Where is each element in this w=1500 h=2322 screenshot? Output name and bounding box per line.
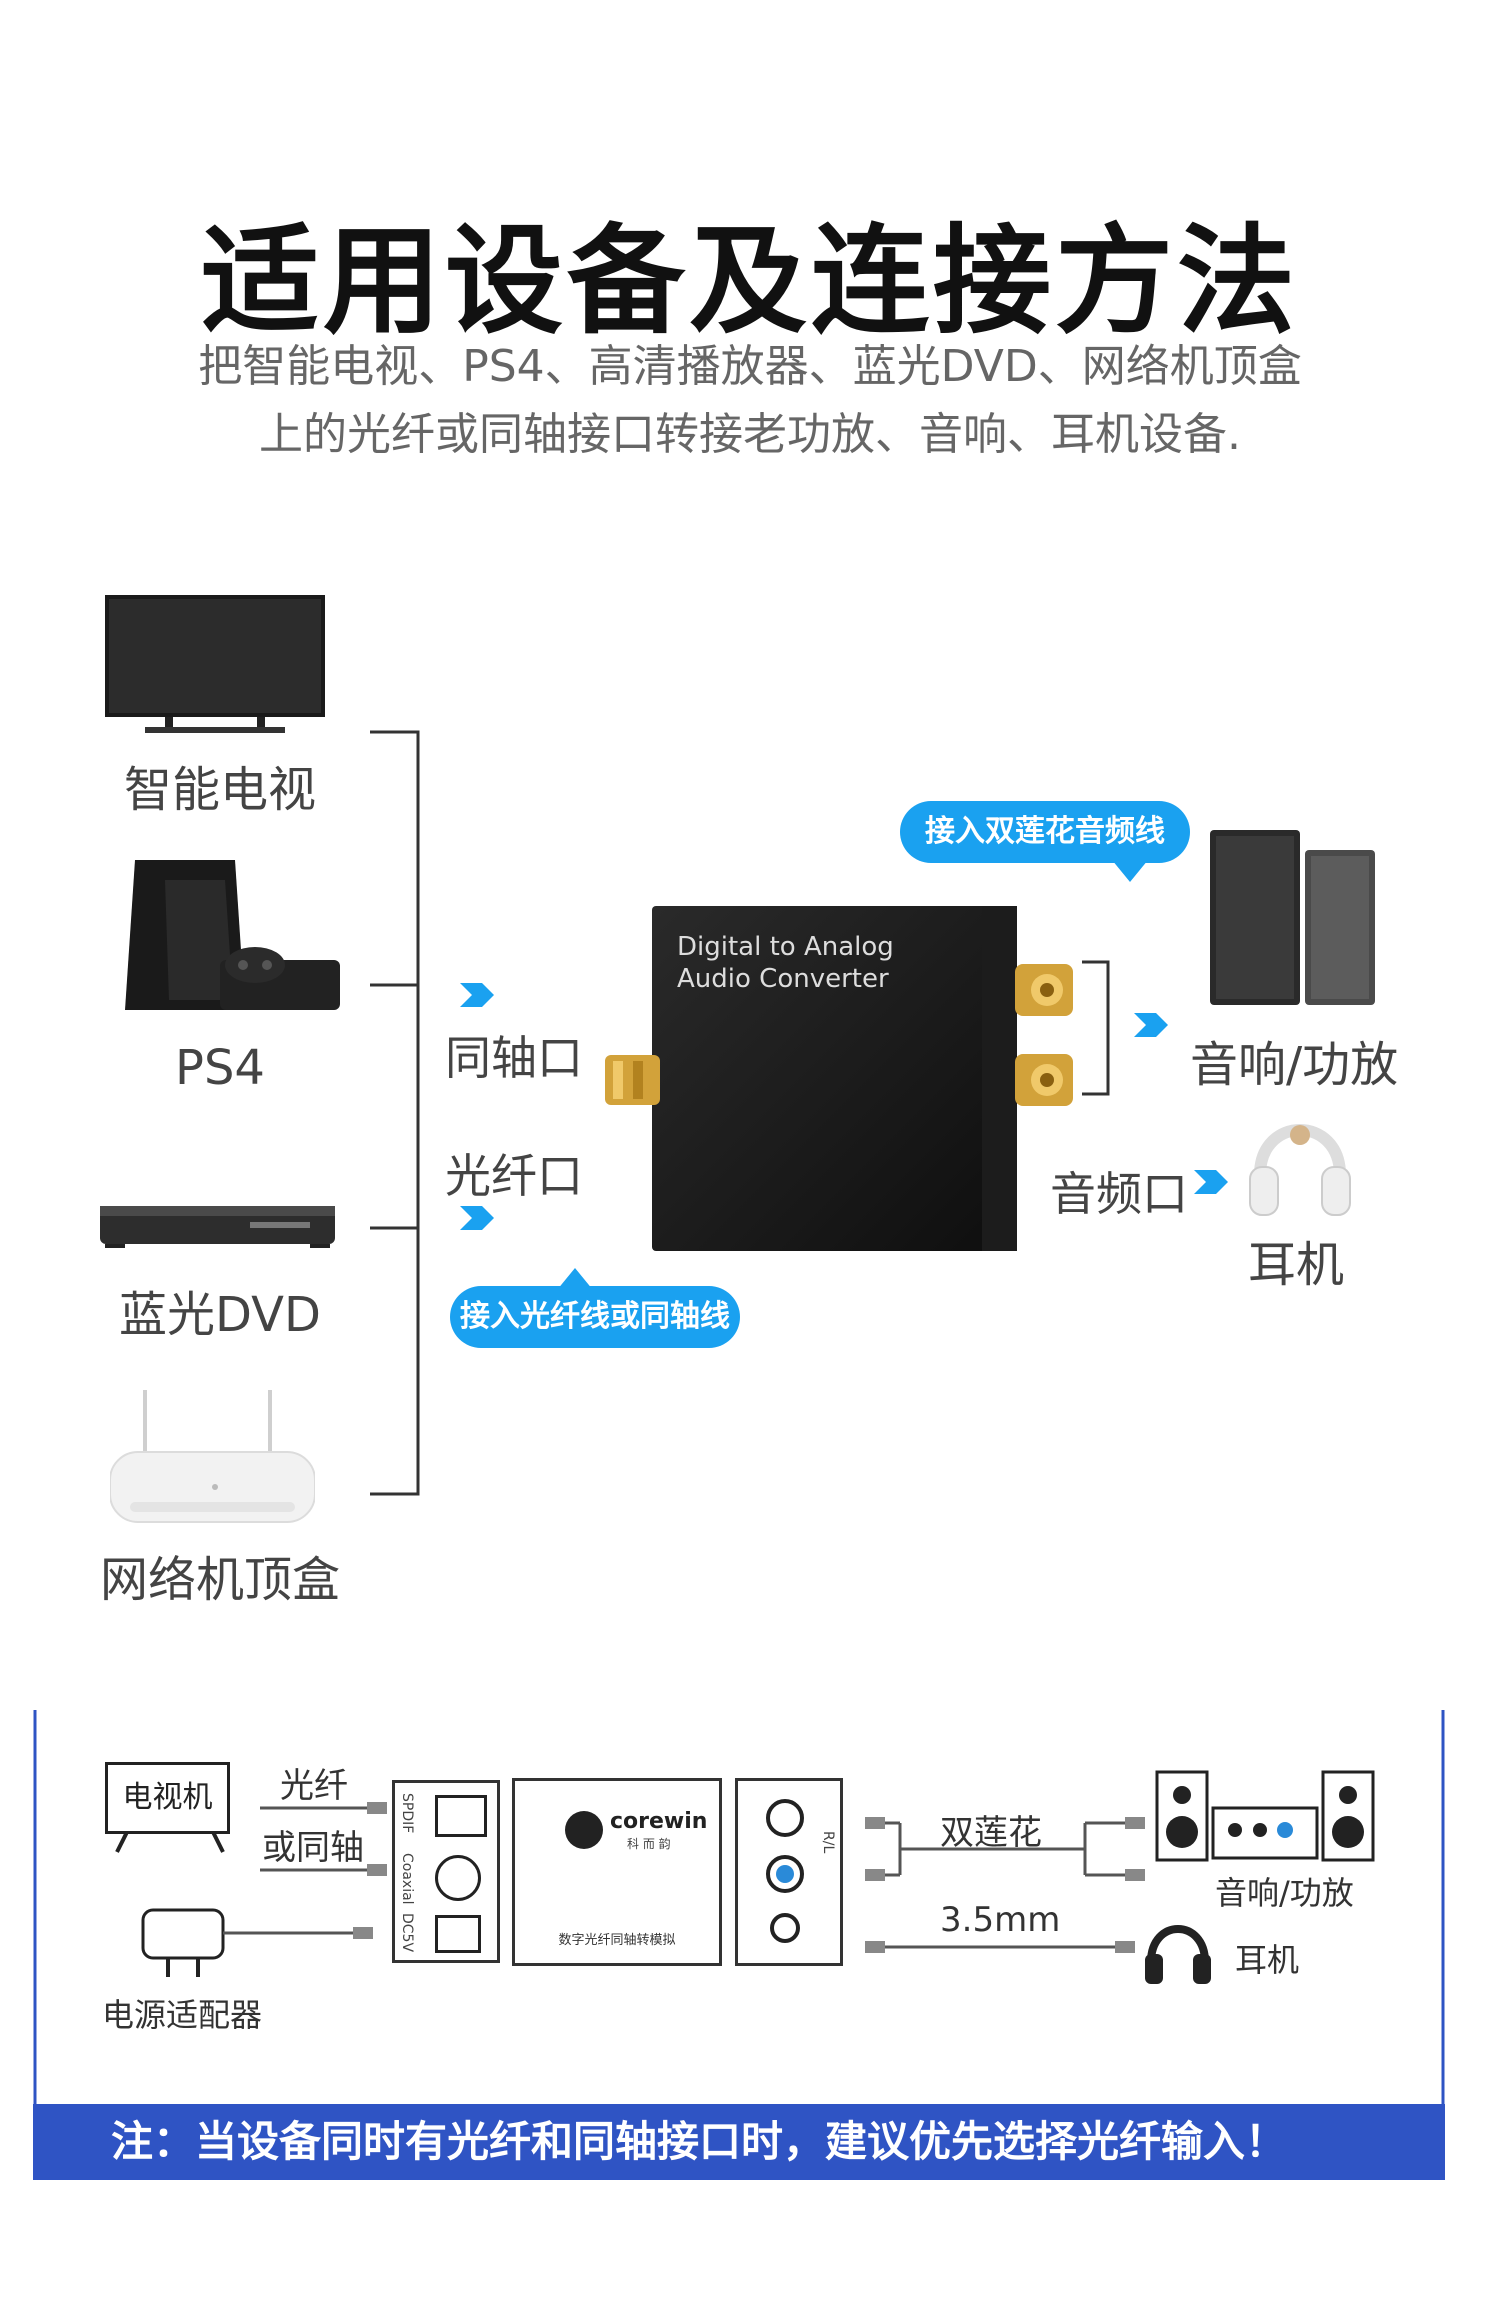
converter-line-1: Digital to Analog xyxy=(677,932,894,962)
headphone-label: 耳机 xyxy=(1248,1237,1345,1293)
diagram-output-panel: R/L xyxy=(735,1778,843,1966)
pill-pointer xyxy=(557,1268,593,1290)
tv-stand-icon xyxy=(115,1832,225,1853)
diagram-headphone-icon xyxy=(1145,1925,1211,1984)
pill-pointer xyxy=(1112,860,1148,882)
diagram-frame xyxy=(33,1710,1445,2110)
rca-connector-icon xyxy=(1015,1054,1073,1106)
output-bracket xyxy=(1082,960,1110,1096)
rca-out-icon xyxy=(766,1855,804,1893)
diagram-input-cables xyxy=(260,1802,387,1876)
source-label-dvd: 蓝光DVD xyxy=(119,1287,321,1343)
power-adapter-icon xyxy=(141,1908,373,1977)
source-label-tv: 智能电视 xyxy=(123,762,316,818)
rca-out-icon xyxy=(766,1799,804,1837)
source-label-settopbox: 网络机顶盒 xyxy=(99,1552,340,1608)
audio-port-label: 音频口 xyxy=(1050,1167,1188,1221)
source-bracket xyxy=(370,730,420,1496)
diagram-coax-label: 或同轴 xyxy=(262,1828,364,1868)
coaxial-connector-icon xyxy=(605,1055,660,1105)
diagram-converter: corewin 科 而 韵 数字光纤同轴转模拟 xyxy=(512,1778,722,1966)
diagram-optical-label: 光纤 xyxy=(280,1766,348,1806)
rl-label: R/L xyxy=(820,1831,836,1854)
tv-icon xyxy=(105,595,325,733)
input-cable-pill: 接入光纤线或同轴线 xyxy=(450,1286,740,1348)
arrow-right-icon xyxy=(460,1206,494,1230)
spdif-label: SPDIF xyxy=(399,1793,415,1834)
diagram-tv-box: 电视机 xyxy=(105,1762,230,1834)
subtitle-line-2: 上的光纤或同轴接口转接老功放、音响、耳机设备. xyxy=(259,409,1241,460)
arrow-right-icon xyxy=(460,983,494,1007)
brand-logo-icon xyxy=(565,1811,603,1849)
dc-port-icon xyxy=(435,1915,481,1953)
output-cable-pill: 接入双莲花音频线 xyxy=(900,801,1190,863)
speaker-label: 音响/功放 xyxy=(1190,1037,1399,1093)
coaxial-port-label: 同轴口 xyxy=(445,1031,583,1085)
headphone-icon xyxy=(1249,1124,1351,1216)
diagram-output-cables xyxy=(865,1817,1145,1953)
page-title: 适用设备及连接方法 xyxy=(200,212,1299,350)
dc5v-label: DC5V xyxy=(399,1913,415,1953)
optical-port-label: 光纤口 xyxy=(445,1149,583,1203)
diagram-adapter-label: 电源适配器 xyxy=(102,1996,263,2034)
rca-connector-icon xyxy=(1015,964,1073,1016)
brand-cn-label: 科 而 韵 xyxy=(627,1837,671,1851)
arrow-right-icon xyxy=(1134,1013,1168,1037)
subtitle-line-1: 把智能电视、PS4、高清播放器、蓝光DVD、网络机顶盒 xyxy=(198,341,1302,392)
diagram-headphone-label: 耳机 xyxy=(1235,1941,1300,1979)
converter-box: Digital to Analog Audio Converter xyxy=(652,906,1017,1251)
spdif-port-icon xyxy=(435,1795,487,1837)
aux-out-icon xyxy=(770,1913,800,1943)
ps4-icon xyxy=(125,860,340,1010)
source-label-ps4: PS4 xyxy=(175,1040,265,1096)
router-box-icon xyxy=(110,1390,315,1523)
brand-label: corewin xyxy=(610,1809,708,1834)
note-bar: 注：当设备同时有光纤和同轴接口时，建议优先选择光纤输入！ xyxy=(33,2104,1445,2180)
diagram-mm-label: 3.5mm xyxy=(940,1900,1061,1940)
rca-center-icon xyxy=(776,1865,794,1883)
diagram-tv-label: 电视机 xyxy=(122,1780,213,1815)
diagram-rca-label: 双莲花 xyxy=(940,1813,1042,1853)
diagram-input-panel: SPDIF Coaxial DC5V xyxy=(392,1780,500,1963)
dvd-player-icon xyxy=(100,1206,335,1248)
speaker-icon xyxy=(1210,830,1375,1005)
coax-port-icon xyxy=(435,1855,481,1901)
diagram-speaker-label: 音响/功放 xyxy=(1215,1874,1354,1912)
speaker-set-icon xyxy=(1155,1770,1375,1862)
coaxial-tiny-label: Coaxial xyxy=(399,1853,415,1905)
device-caption: 数字光纤同轴转模拟 xyxy=(558,1933,676,1948)
converter-line-2: Audio Converter xyxy=(677,964,889,994)
arrow-right-icon xyxy=(1194,1170,1228,1194)
